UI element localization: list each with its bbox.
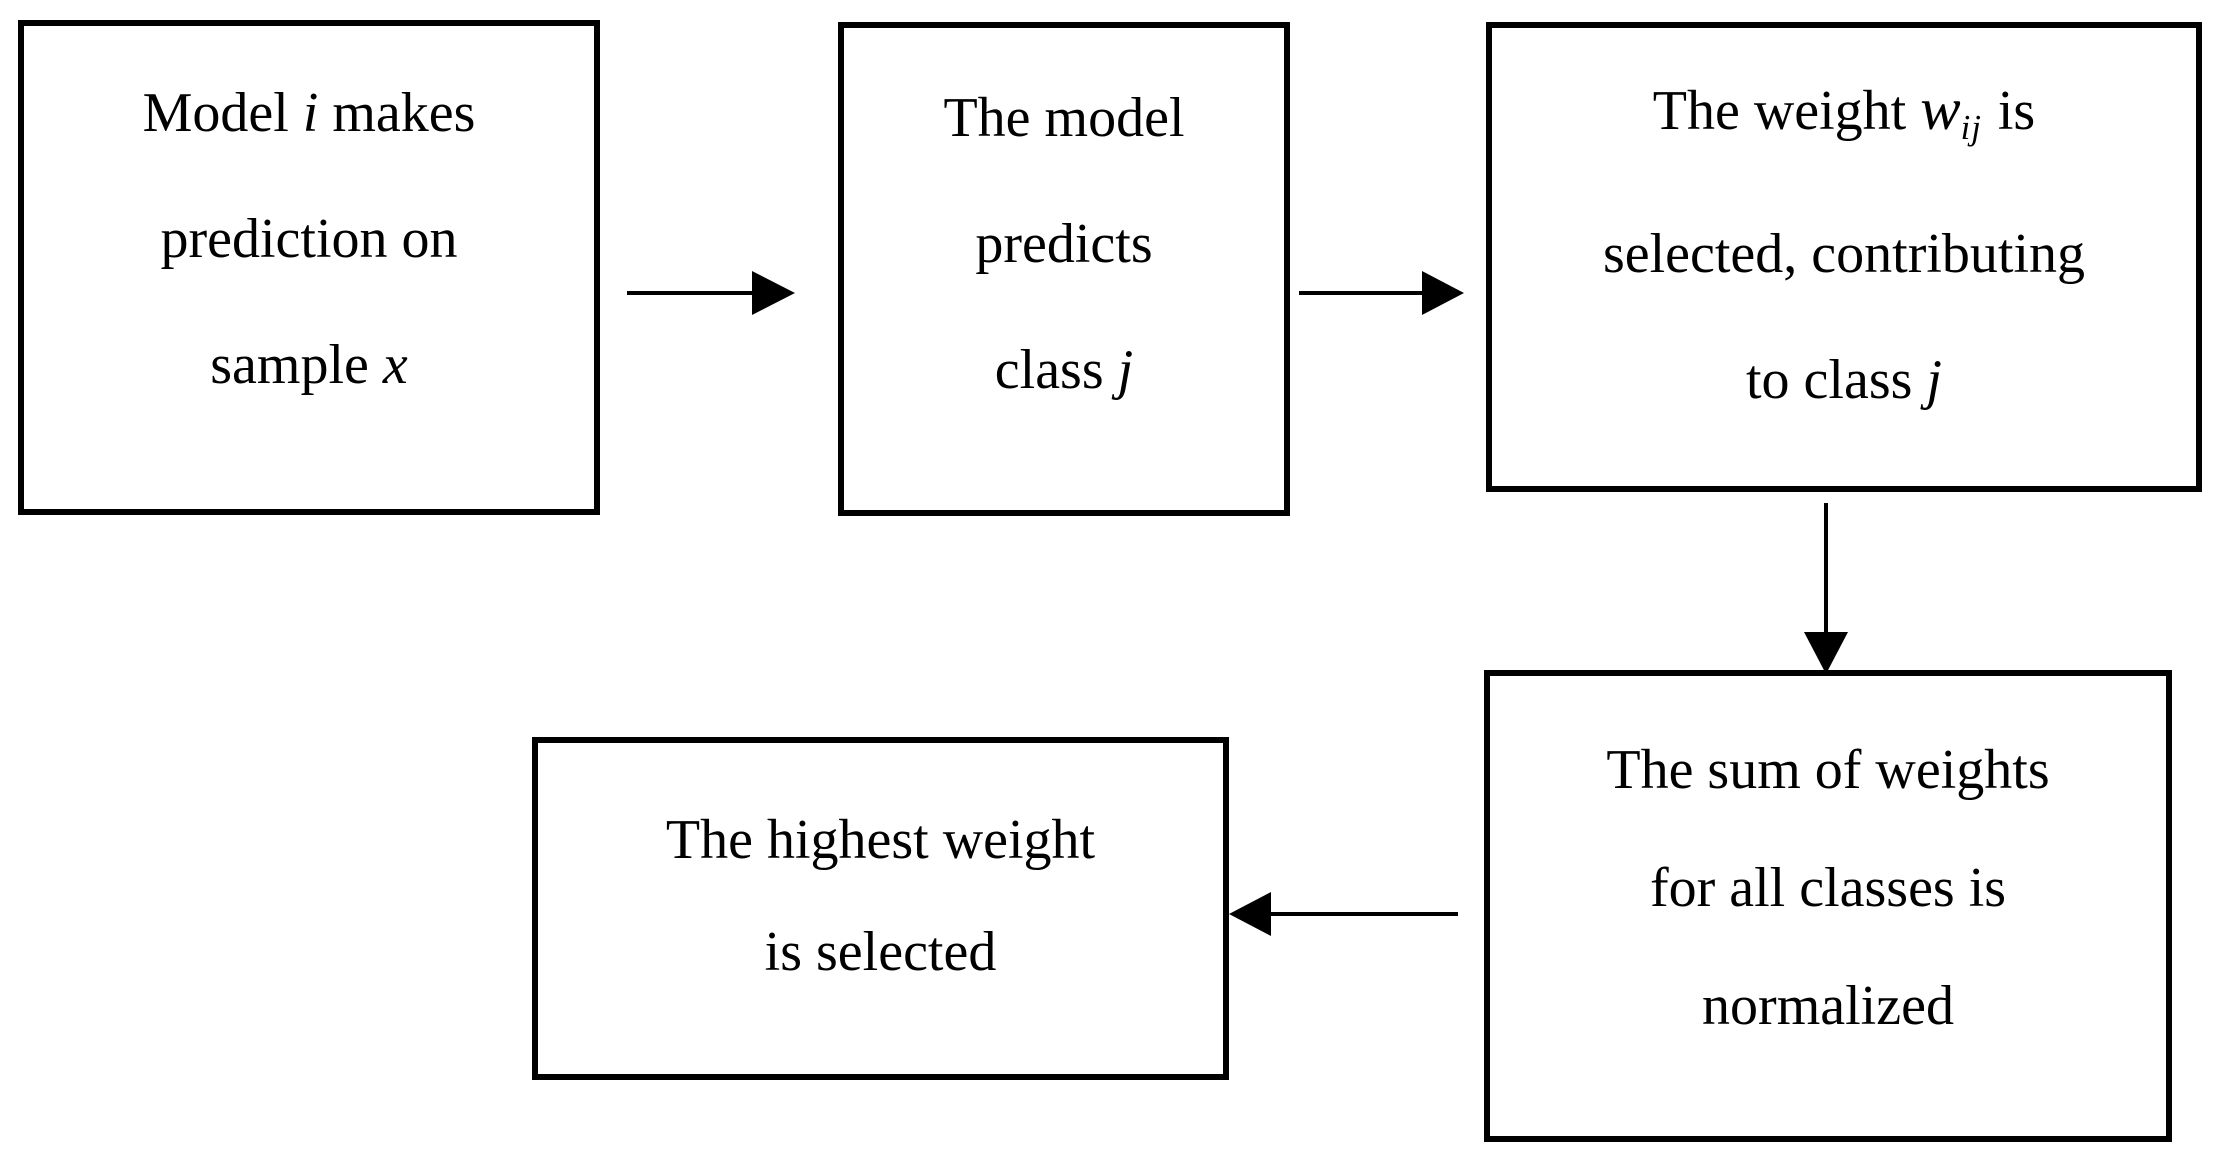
text-segment: The model <box>943 87 1185 149</box>
box-text-line: The highest weight <box>538 784 1223 896</box>
box-text-line: class j <box>844 307 1284 433</box>
text-segment: selected, contributing <box>1602 222 2086 285</box>
text-segment: The sum of weights <box>1606 739 2050 801</box>
flowchart-box-model-prediction: Model i makes prediction on sample x <box>18 20 600 515</box>
text-segment: for all classes is <box>1649 857 2007 919</box>
arrow-box4-to-box5 <box>1229 892 1458 936</box>
box-text-line: Model i makes <box>24 50 594 176</box>
flowchart-box-sum-normalized: The sum of weights for all classes is no… <box>1484 670 2172 1142</box>
text-segment: sample <box>210 334 383 396</box>
text-segment: predicts <box>975 213 1153 275</box>
math-var-j: j <box>1117 339 1134 401</box>
box-text-line: The sum of weights <box>1490 711 2166 829</box>
box-text-line: The model <box>844 55 1284 181</box>
text-segment: The weight <box>1652 80 1907 142</box>
box-text-line: predicts <box>844 181 1284 307</box>
math-var-w: w <box>1920 76 1961 143</box>
arrow-box3-to-box4 <box>1804 503 1848 674</box>
text-segment: is <box>1997 80 2036 142</box>
text-segment: makes <box>318 82 476 144</box>
math-subscript-ij: ij <box>1960 107 1982 147</box>
math-var-x: x <box>382 334 408 396</box>
text-segment: to class <box>1746 348 1927 411</box>
box-text-line: prediction on <box>24 176 594 302</box>
box-text-line: selected, contributing <box>1492 191 2196 317</box>
box-text-line: is selected <box>538 896 1223 1008</box>
arrow-box1-to-box2 <box>627 271 795 315</box>
arrow-box2-to-box3 <box>1299 271 1464 315</box>
text-segment: is selected <box>764 921 997 983</box>
math-var-j: j <box>1926 348 1942 411</box>
text-segment: class <box>994 339 1118 401</box>
text-segment: Model <box>142 82 303 144</box>
box-text-line: for all classes is <box>1490 829 2166 947</box>
text-segment: The highest weight <box>665 809 1096 871</box>
flowchart-box-model-predicts-class: The model predicts class j <box>838 22 1290 516</box>
text-segment: normalized <box>1702 975 1954 1037</box>
text-segment: prediction on <box>160 208 458 270</box>
box-text-line: normalized <box>1490 947 2166 1065</box>
box-text-line: to class j <box>1492 317 2196 443</box>
box-text-line: sample x <box>24 302 594 428</box>
math-var-i: i <box>302 82 319 144</box>
flowchart-box-highest-weight: The highest weight is selected <box>532 737 1229 1080</box>
